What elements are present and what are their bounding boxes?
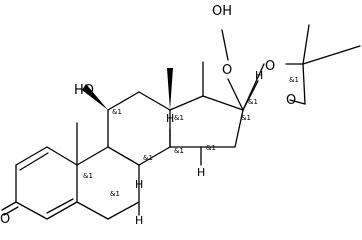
stereo-c9: &1 bbox=[143, 154, 153, 162]
hydroxyl-label: HO bbox=[74, 83, 94, 98]
molecule-canvas: O HO O OH O O H H H H H &1 &1 &1 &1 &1 &… bbox=[0, 4, 361, 227]
stereo-c17: &1 bbox=[241, 114, 251, 122]
peroxy-group bbox=[221, 29, 244, 111]
h-label-c8: H bbox=[197, 166, 205, 179]
acetonide-ring bbox=[242, 24, 361, 111]
structure-drawing: O HO O OH O O H H H H H &1 &1 &1 &1 &1 &… bbox=[0, 4, 361, 227]
hydroxyl-wedge bbox=[82, 84, 108, 110]
ring-d bbox=[169, 95, 244, 148]
acetal-oxygen-2-label: O bbox=[286, 93, 296, 108]
stereo-c5: &1 bbox=[110, 190, 120, 198]
stereo-c13: &1 bbox=[174, 114, 184, 122]
methyl-groups bbox=[76, 61, 204, 166]
stereo-c10: &1 bbox=[83, 172, 93, 180]
stereo-c16: &1 bbox=[289, 76, 299, 84]
acetal-oxygen-1-label: O bbox=[265, 59, 275, 74]
stereo-c14: &1 bbox=[174, 147, 184, 155]
stereo-c11: &1 bbox=[112, 108, 122, 116]
stereo-c17b: &1 bbox=[248, 98, 258, 106]
h-label-c5: H bbox=[135, 178, 143, 191]
hash-bonds bbox=[138, 80, 259, 216]
h-label-c14: H bbox=[166, 112, 174, 125]
h-label-c16: H bbox=[255, 69, 263, 82]
stereo-c8: &1 bbox=[206, 144, 216, 152]
ring-c bbox=[107, 91, 171, 166]
h-label-c9: H bbox=[135, 214, 143, 227]
peroxy-oxygen-label: O bbox=[222, 63, 232, 78]
ring-b bbox=[76, 146, 140, 220]
peroxy-hydroxyl-label: OH bbox=[212, 4, 232, 19]
ring-a bbox=[1, 146, 78, 220]
ketone-oxygen-label: O bbox=[0, 212, 10, 227]
